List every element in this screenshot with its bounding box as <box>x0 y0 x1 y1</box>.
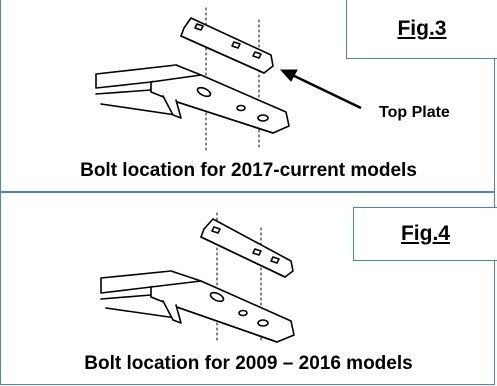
figure-4-panel: Fig.4 Bolt location for 2009 – 2016 mode… <box>0 192 497 385</box>
bracket-illustration-fig4 <box>100 212 295 344</box>
top-plate-arrow <box>279 69 362 110</box>
top-plate-callout: Top Plate <box>379 104 450 121</box>
figure-3-label: Fig.3 <box>346 0 497 59</box>
figure-4-caption: Bolt location for 2009 – 2016 models <box>84 353 413 374</box>
bracket-illustration-fig3 <box>95 7 362 151</box>
figure-3-caption: Bolt location for 2017-current models <box>80 160 417 181</box>
figure-4-label: Fig.4 <box>353 207 497 261</box>
figure-3-panel: Fig.3 Top Plate Bolt location for 2017-c… <box>0 0 497 192</box>
